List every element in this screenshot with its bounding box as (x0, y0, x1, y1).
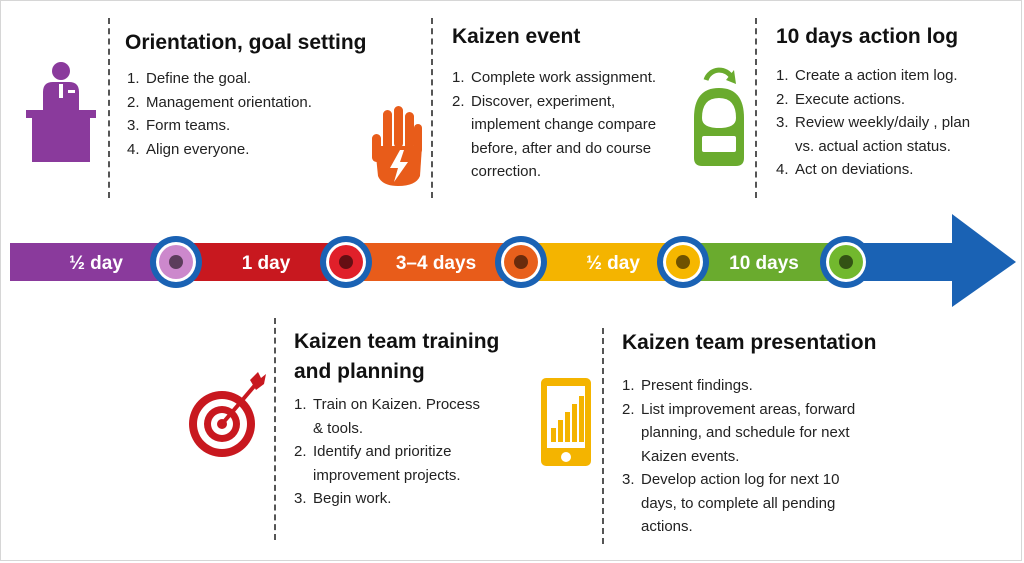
timeline-segment (10, 243, 176, 281)
list-item: 2.Execute actions. (776, 90, 906, 108)
refresh-device-icon (694, 67, 744, 166)
list-item: 4.Act on deviations. (776, 161, 914, 178)
list-item: 3.Review weekly/daily , plan vs. actual … (776, 114, 971, 155)
timeline-node (169, 255, 183, 269)
phase-title-presentation: Kaizen team presentation (622, 331, 877, 354)
list-item: 2.List improvement areas, forward planni… (622, 400, 856, 465)
segment-label: 3–4 days (396, 253, 476, 274)
list-item: 4.Align everyone. (127, 140, 250, 158)
tablet-chart-icon (541, 378, 591, 466)
timeline-node (676, 255, 690, 269)
timeline-nodes (150, 236, 872, 288)
orientation-steps: 1.Define the goal. 2.Management orientat… (127, 67, 417, 161)
list-item: 1.Present findings. (622, 377, 753, 394)
target-arrow-icon (189, 372, 266, 457)
phase-title-training-line2: and planning (294, 360, 425, 383)
segment-label: ½ day (69, 253, 123, 274)
segment-label: ½ day (586, 253, 640, 274)
training-steps: 1.Train on Kaizen. Process & tools. 2.Id… (294, 393, 492, 511)
hand-lightning-icon (372, 106, 422, 186)
divider (602, 328, 604, 544)
segment-label: 10 days (729, 253, 799, 274)
action-log-steps: 1.Create a action item log. 2.Execute ac… (776, 64, 976, 182)
event-steps: 1.Complete work assignment. 2.Discover, … (452, 66, 677, 184)
list-item: 2.Discover, experiment, implement change… (452, 92, 657, 181)
timeline-segment (521, 243, 683, 281)
list-item: 1.Complete work assignment. (452, 69, 657, 86)
timeline-node (839, 255, 853, 269)
timeline-node (339, 255, 353, 269)
phase-title-action-log: 10 days action log (776, 25, 959, 48)
phase-title-training-line1: Kaizen team training (294, 330, 500, 353)
list-item: 2.Management orientation. (127, 93, 312, 111)
list-item: 1.Train on Kaizen. Process & tools. (294, 396, 481, 437)
divider (431, 18, 433, 198)
podium-speaker-icon (26, 62, 96, 162)
list-item: 2.Identify and prioritize improvement pr… (294, 443, 461, 484)
list-item: 1.Create a action item log. (776, 67, 958, 84)
divider (274, 318, 276, 540)
list-item: 3.Develop action log for next 10 days, t… (622, 471, 840, 535)
timeline-segment (346, 243, 521, 281)
list-item: 3.Begin work. (294, 490, 392, 507)
timeline-segment (176, 243, 346, 281)
phase-title-event: Kaizen event (452, 25, 581, 48)
divider (108, 18, 110, 198)
timeline-arrowhead (846, 214, 1016, 307)
presentation-steps: 1.Present findings. 2.List improvement a… (622, 374, 862, 539)
phase-title-orientation: Orientation, goal setting (125, 31, 367, 54)
timeline-segment (683, 243, 846, 281)
timeline-node (514, 255, 528, 269)
divider (755, 18, 757, 198)
list-item: 1.Define the goal. (127, 70, 252, 87)
list-item: 3.Form teams. (127, 117, 231, 134)
segment-label: 1 day (242, 253, 291, 274)
